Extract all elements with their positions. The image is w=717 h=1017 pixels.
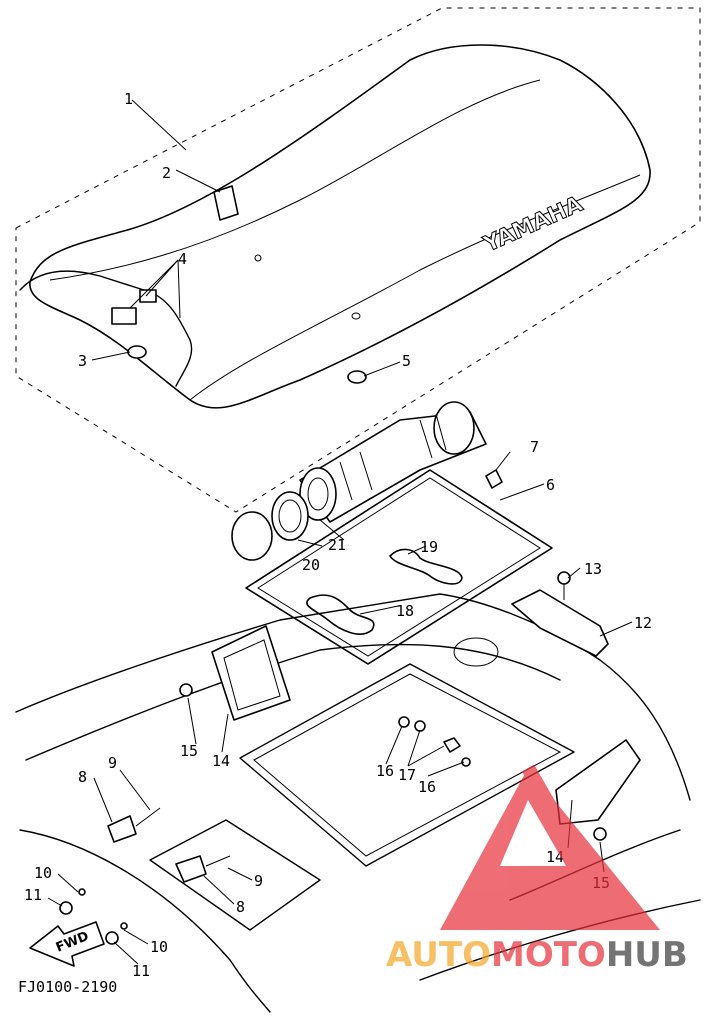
seat-damper-right [347,370,367,384]
watermark: AUTOMOTOHUB [386,764,688,975]
watermark-text: AUTOMOTOHUB [386,935,688,975]
seal-18 [306,594,375,635]
callout-6: 6 [546,476,555,494]
callout-19: 19 [420,538,438,556]
filler-cap [231,511,273,561]
drawing-code: FJ0100-2190 [18,978,117,996]
callout-5: 5 [402,352,411,370]
callout-16-right: 16 [418,778,436,796]
leader-lines [47,99,633,965]
callout-3: 3 [78,352,87,370]
latch [511,589,609,657]
seat-hook-left [111,307,137,325]
callout-7: 7 [530,438,539,456]
callout-1: 1 [124,90,133,108]
callout-10-bottom: 10 [150,938,168,956]
callout-18: 18 [396,602,414,620]
callout-9-top: 9 [108,754,117,772]
seat-strap [19,270,193,387]
callout-2: 2 [162,164,171,182]
callout-21: 21 [328,536,346,554]
callout-14-left: 14 [212,752,230,770]
bracket-left [211,625,291,721]
callout-4: 4 [178,250,187,268]
callout-12: 12 [634,614,652,632]
callout-9-bottom: 9 [254,872,263,890]
callout-10-left: 10 [34,864,52,882]
callout-8-bottom: 8 [236,898,245,916]
filler-ring [271,491,309,541]
callout-11-left: 11 [24,886,42,904]
callout-17: 17 [398,766,416,784]
fasteners [59,571,607,945]
callout-20: 20 [302,556,320,574]
filler-hose [299,401,487,523]
seat-damper-left [127,345,147,359]
seat-tag [213,185,239,221]
bracket-right [555,739,641,825]
nut-17 [443,737,461,753]
callout-16-left: 16 [376,762,394,780]
callout-13: 13 [584,560,602,578]
callout-11-bottom: 11 [132,962,150,980]
clip [485,469,503,489]
forward-direction-arrow: FWD [29,921,105,967]
callout-8-top: 8 [78,768,87,786]
callout-15-left: 15 [180,742,198,760]
hull-deck [15,593,701,1013]
